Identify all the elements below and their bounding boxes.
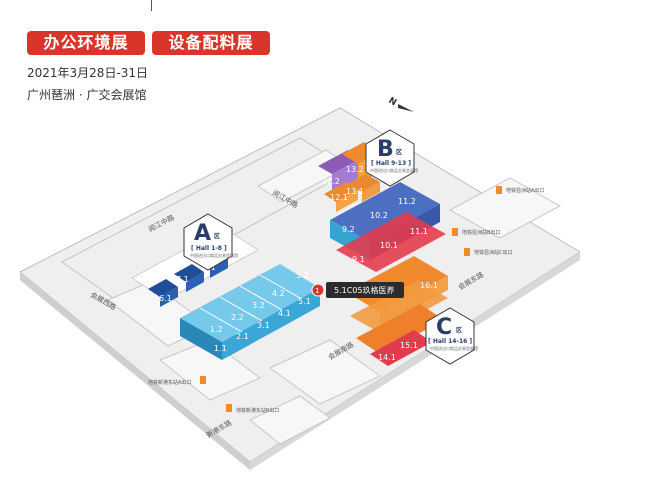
- halls-1-5-front: [222, 288, 320, 360]
- zone-b-halls: [ Hall 9-13 ]: [371, 160, 411, 167]
- hall-label-2-2: 2.2: [231, 313, 244, 322]
- zone-c-hexagon: [425, 307, 475, 365]
- zone-b-letter: B: [377, 137, 394, 162]
- exit-3-label: 地铁琶洲站C出口: [474, 249, 513, 256]
- hall-label-2-1: 2.1: [236, 332, 249, 341]
- hall-label-7-1: 7.1: [176, 275, 189, 284]
- top-divider-line: [151, 0, 152, 11]
- booth-label: 5.1C05玖格医养: [334, 285, 395, 295]
- block-south: [269, 339, 381, 405]
- halls-14-16-low: [356, 304, 444, 354]
- hall-6-1-top: [148, 279, 178, 297]
- hall-7-1-top: [174, 264, 204, 282]
- zone-b-badge[interactable]: B 区 [ Hall 9-13 ] 中国进出口商品交易会展馆: [365, 129, 418, 187]
- exit-5[interactable]: 地铁新港东站B出口: [226, 404, 279, 414]
- zone-a-main-halls: 1.2 2.2 3.2 4.2 5.2 1.1 2.1 3.1 4.1 5.1: [180, 264, 320, 360]
- hall-label-16-1: 16.1: [420, 281, 438, 290]
- hall-label-4-2: 4.2: [272, 289, 285, 298]
- hall-label-9-1: 9.1: [352, 255, 365, 264]
- event-date: 2021年3月28日-31日: [27, 66, 149, 80]
- hall-label-13-2: 13.2: [346, 165, 364, 174]
- zone-a-badge[interactable]: A 区 [ Hall 1-8 ] 中国进出口商品交易会展馆: [183, 213, 238, 271]
- equipment-materials-tag[interactable]: 设备配料展: [152, 31, 270, 55]
- hall-label-11-2: 11.2: [398, 197, 416, 206]
- hall-label-3-2: 3.2: [252, 301, 265, 310]
- hall-label-10-1: 10.1: [380, 241, 398, 250]
- halls-9-11-roof: [330, 182, 440, 242]
- halls-14-16-mid: [350, 280, 448, 334]
- hall-12-1-side[interactable]: [336, 190, 358, 212]
- block-east: [448, 177, 562, 239]
- hall-label-4-1: 4.1: [278, 309, 291, 318]
- booth-label-box: [326, 282, 404, 298]
- compass: N: [387, 96, 414, 112]
- booth-number: 1: [315, 287, 319, 295]
- block-south-west: [159, 339, 261, 401]
- zone-a-note: 中国进出口商品交易会展馆: [190, 252, 238, 258]
- event-venue: 广州琶洲 · 广交会展馆: [27, 88, 147, 102]
- hall-label-11-1: 11.1: [410, 227, 428, 236]
- hall-label-14-1: 14.1: [378, 353, 396, 362]
- zone-c-suffix: 区: [456, 326, 462, 334]
- hall-13-1-top: [348, 174, 380, 192]
- zone-b-suffix: 区: [396, 148, 402, 156]
- booth-pin: [311, 283, 325, 297]
- zone-c-note: 中国进出口商品交易会展馆: [430, 345, 478, 351]
- booth-marker[interactable]: 5.1C05玖格医养 1: [311, 282, 404, 298]
- exit-1-label: 地铁琶洲站A出口: [506, 187, 544, 194]
- zone-a-suffix: 区: [214, 232, 220, 240]
- ground-edge-right: [250, 252, 580, 470]
- zone-a-halls: [ Hall 1-8 ]: [191, 245, 227, 252]
- hall-label-10-2: 10.2: [370, 211, 388, 220]
- metro-exit-icon: [464, 248, 470, 256]
- hall-13-1-side[interactable]: [362, 182, 380, 202]
- hall-label-1-1: 1.1: [214, 344, 227, 353]
- zone-b-note: 中国进出口商品交易会展馆: [370, 167, 418, 173]
- hall-label-6-1: 6.1: [159, 294, 172, 303]
- hall-label-1-2: 1.2: [210, 325, 223, 334]
- compass-arrow-icon: [398, 104, 414, 112]
- zone-a-hexagon: [183, 213, 233, 271]
- metro-exit-icon: [496, 186, 502, 194]
- hall-label-5-2: 5.2: [296, 271, 309, 280]
- zone-b-halls: 12.2 13.2 12.1 13.1 9.2 10.2 11.2 9.1 10…: [318, 142, 446, 272]
- zone-c-letter: C: [436, 315, 452, 340]
- metro-exit-icon: [226, 404, 232, 412]
- hall-12-1-top: [324, 182, 358, 202]
- ground-edge-left: [20, 272, 250, 470]
- hall-8-1-side[interactable]: [210, 258, 228, 278]
- hall-label-13-1: 13.1: [346, 187, 364, 196]
- block-south-2: [249, 395, 331, 445]
- hall-label-15-1: 15.1: [400, 341, 418, 350]
- exit-2[interactable]: 地铁琶洲站B出口: [452, 228, 500, 236]
- exit-4[interactable]: 地铁新港东站A出口: [148, 376, 206, 386]
- hall-label-5-1: 5.1: [298, 297, 311, 306]
- exit-3[interactable]: 地铁琶洲站C出口: [464, 248, 513, 256]
- exit-2-label: 地铁琶洲站B出口: [462, 229, 500, 236]
- zone-c-badge[interactable]: C 区 [ Hall 14-16 ] 中国进出口商品交易会展馆: [425, 307, 478, 365]
- hall-7-1-side[interactable]: [186, 272, 204, 292]
- halls-1-5-end: [180, 318, 222, 360]
- hall-label-12-1: 12.1: [330, 193, 348, 202]
- office-environment-tag[interactable]: 办公环境展: [27, 31, 145, 55]
- hall-label-12-2: 12.2: [322, 177, 340, 186]
- zone-a-letter: A: [194, 221, 211, 246]
- exit-1[interactable]: 地铁琶洲站A出口: [496, 186, 544, 194]
- hall-label-3-1: 3.1: [257, 321, 270, 330]
- exit-5-label: 地铁新港东站B出口: [236, 407, 279, 414]
- hall-6-1-side[interactable]: [160, 287, 178, 307]
- compass-north: N: [387, 96, 399, 108]
- halls-14-16-red: [370, 330, 432, 366]
- exit-4-label: 地铁新港东站A出口: [148, 379, 191, 386]
- metro-exit-icon: [452, 228, 458, 236]
- halls-1-5-roof: [180, 264, 320, 342]
- halls-9-11-lower: [336, 212, 446, 272]
- zone-c-halls: [ Hall 14-16 ]: [428, 338, 472, 345]
- zone-b-hexagon: [365, 129, 415, 187]
- hall-12-2-side[interactable]: [332, 158, 362, 194]
- hall-label-9-2: 9.2: [342, 225, 355, 234]
- metro-exit-icon: [200, 376, 206, 384]
